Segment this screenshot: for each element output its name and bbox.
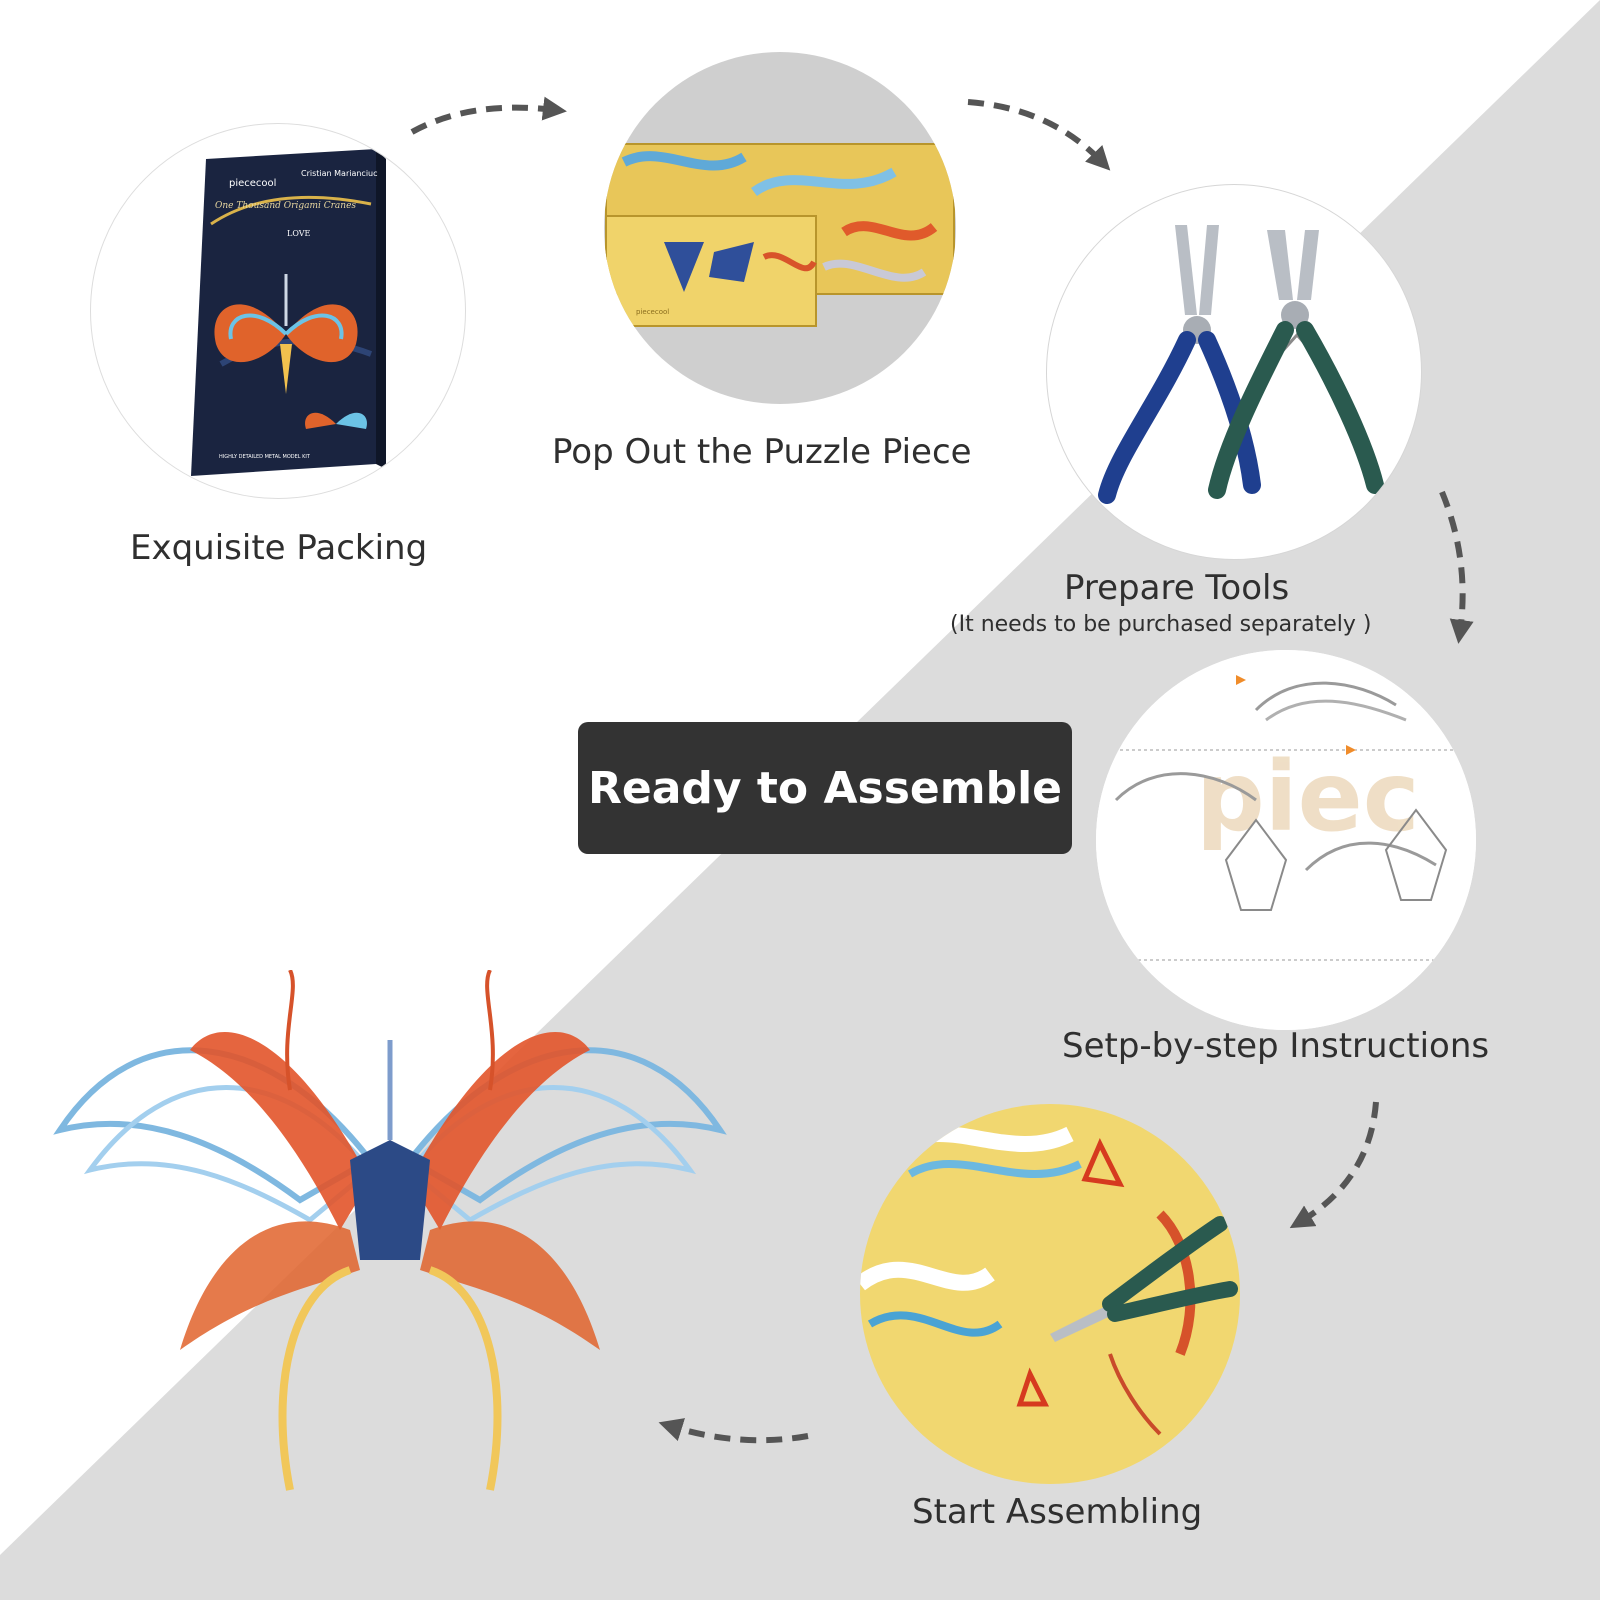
- packaging-series: One Thousand Origami Cranes: [215, 201, 356, 211]
- step-label-pop-out: Pop Out the Puzzle Piece: [552, 432, 972, 472]
- packaging-collab: Cristian Marianciuc: [301, 169, 378, 178]
- step-label-tools: Prepare Tools: [1064, 568, 1290, 608]
- cutter-icon: [1050, 1216, 1238, 1342]
- sheet-brand: piececool: [636, 308, 669, 316]
- arrow-step5-to-result: [658, 1418, 809, 1444]
- finished-crane-model: [53, 970, 727, 1491]
- step-label-instructions: Setp-by-step Instructions: [1062, 1026, 1490, 1066]
- tools-image: [1046, 184, 1422, 560]
- crane-artwork: [214, 274, 358, 394]
- packaging-image: piececool Cristian Marianciuc One Thousa…: [90, 123, 466, 499]
- packaging-brand: piececool: [229, 178, 276, 189]
- packaging-model: LOVE: [287, 229, 311, 238]
- ready-banner: Ready to Assemble: [578, 722, 1072, 854]
- metal-sheet-image: piececool: [604, 52, 956, 404]
- arrow-step1-to-step2: [410, 96, 567, 135]
- cutter-icon: [1208, 230, 1384, 499]
- watermark-text: piec: [1196, 741, 1420, 853]
- step-note-tools: (It needs to be purchased separately ): [950, 612, 1372, 637]
- step-label-packing: Exquisite Packing: [130, 528, 428, 568]
- instructions-image: piec: [1096, 650, 1476, 1030]
- arrow-step2-to-step3: [967, 99, 1111, 171]
- right-wing: [405, 970, 727, 1491]
- packaging-kit: HIGHLY DETAILED METAL MODEL KIT: [219, 454, 311, 460]
- step-label-assembling: Start Assembling: [912, 1492, 1203, 1532]
- assembling-image: [860, 1104, 1240, 1484]
- banner-text: Ready to Assemble: [587, 762, 1063, 814]
- arrow-step3-to-step4: [1439, 490, 1474, 644]
- crane-body: [350, 1040, 430, 1260]
- left-wing: [53, 970, 375, 1491]
- arrow-step4-to-step5: [1289, 1101, 1379, 1229]
